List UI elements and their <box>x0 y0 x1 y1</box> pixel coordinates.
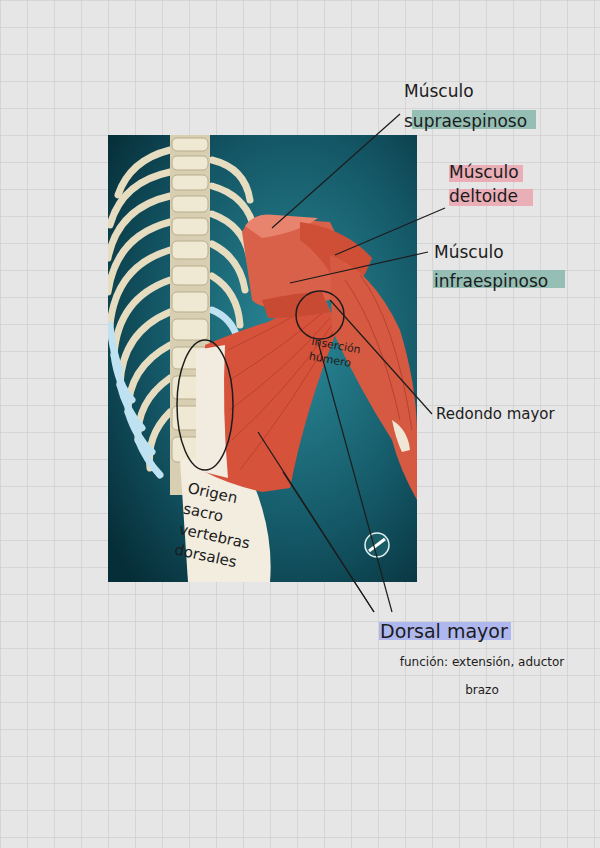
muscle-label: Músculo infraespinoso <box>434 238 584 296</box>
insertion-note: inserción húmero <box>308 334 380 375</box>
leader-lines <box>258 114 445 612</box>
muscle-label: Músculo deltoide <box>449 160 559 208</box>
anatomy-image <box>108 135 417 582</box>
elbow <box>392 420 410 452</box>
image-ground <box>108 135 417 582</box>
insertion-circle <box>296 291 344 339</box>
origin-note: Origen sacro vertebras dorsales <box>173 478 280 579</box>
watermark-icon-mark <box>369 539 385 551</box>
function-note: función: extensión, aductor brazo <box>382 648 582 704</box>
muscle-label: Redondo mayor <box>436 404 586 424</box>
arm-muscles <box>330 255 417 500</box>
watermark-icon <box>365 533 389 557</box>
muscle-title: Dorsal mayor <box>380 618 540 644</box>
origin-circle <box>177 340 233 470</box>
latissimus-tendon <box>196 345 228 478</box>
muscle-fibres <box>228 300 334 470</box>
muscle-label: Músculo supraespinoso <box>404 76 554 136</box>
